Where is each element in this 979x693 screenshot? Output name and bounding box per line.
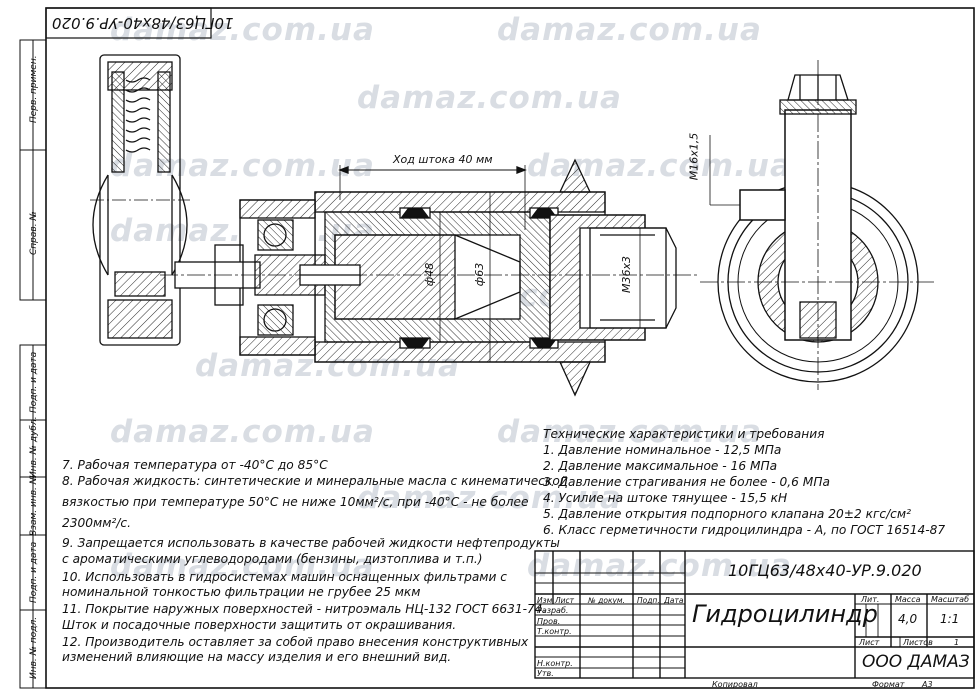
dimension-m36: М36х3 — [620, 256, 633, 293]
spec-item: 1. Давление номинальное - 12,5 МПа — [543, 443, 782, 457]
col-header: Дата — [664, 596, 684, 605]
col-header: Подп. — [637, 596, 660, 605]
designation: 10ГЦ63/48х40-УР.9.020 — [728, 561, 922, 580]
dimension-d48: ф48 — [423, 262, 437, 287]
spec-item: 4. Усилие на штоке тянущее - 15,5 кН — [543, 491, 788, 505]
copied-label: Копировал — [712, 680, 758, 689]
note-line: 2300мм²/с. — [62, 516, 131, 530]
mass-label: Масса — [895, 595, 921, 604]
row-label: Пров. — [537, 617, 561, 626]
specs-title: Технические характеристики и требования — [543, 427, 825, 441]
col-header: № докум. — [588, 596, 625, 605]
product-name: Гидроцилиндр — [692, 600, 878, 628]
note-line: номинальной тонкостью фильтрации не груб… — [62, 585, 421, 599]
watermark: damaz.com.ua — [110, 548, 375, 584]
main-section-view — [160, 158, 700, 397]
row-label: Утв. — [537, 669, 554, 678]
dimension-d63: ф63 — [473, 262, 487, 287]
spec-item: 2. Давление максимальное - 16 МПа — [543, 459, 778, 473]
note-line: с ароматическими углеводородами (бензины… — [62, 552, 483, 566]
spec-item: 5. Давление открытия подпорного клапана … — [543, 507, 911, 521]
watermark: damaz.com.ua — [497, 414, 762, 450]
title-block-lines — [534, 550, 975, 679]
company-name: ООО ДАМАЗ — [862, 652, 970, 672]
note-line: изменений влияющие на массу изделия и ег… — [62, 650, 452, 664]
format-value: А3 — [922, 680, 933, 689]
note-line: Шток и посадочные поверхности защитить о… — [62, 618, 457, 632]
watermark: damaz.com.ua — [110, 12, 375, 48]
sheets-value: 1 — [954, 638, 960, 647]
spec-item: 3. Давление страгивания не более - 0,6 М… — [543, 475, 830, 489]
watermark: damaz.com.ua — [110, 414, 375, 450]
note-line: 12. Производитель оставляет за собой пра… — [62, 635, 529, 649]
sheets-label: Листов — [903, 638, 933, 647]
row-label: Н.контр. — [537, 659, 573, 668]
lit-label: Лит. — [861, 595, 880, 604]
row-label: Т.контр. — [537, 627, 572, 636]
note-line: 7. Рабочая температура от -40°С до 85°С — [62, 458, 328, 472]
sheet-label: Лист — [859, 638, 880, 647]
row-label: Разраб. — [537, 606, 569, 615]
watermark: damaz.com.ua — [357, 480, 622, 516]
dimension-m16: М16х1,5 — [687, 132, 701, 181]
note-line: вязкостью при температуре 50°С не ниже 1… — [62, 495, 529, 509]
left-end-view — [90, 54, 190, 346]
note-line: 8. Рабочая жидкость: синтетические и мин… — [62, 474, 568, 488]
format-label: Формат — [872, 680, 905, 689]
right-end-view — [700, 60, 935, 390]
spec-item: 6. Класс герметичности гидроцилиндра - А… — [543, 523, 946, 537]
watermark: damaz.com.ua — [527, 548, 792, 584]
note-line: 9. Запрещается использовать в качестве р… — [62, 536, 560, 550]
watermark: damaz.com.ua — [497, 12, 762, 48]
note-line: 11. Покрытие наружных поверхностей - нит… — [62, 602, 547, 616]
col-header: Изм — [537, 596, 553, 605]
watermark: damaz.com.ua — [357, 80, 622, 116]
scale-label: Масштаб — [931, 595, 970, 604]
watermark: damaz.com.ua — [110, 148, 375, 184]
col-header: Лист — [555, 596, 575, 605]
scale-value: 1:1 — [940, 612, 960, 626]
note-line: 10. Использовать в гидросистемах машин о… — [62, 570, 507, 584]
stroke-dimension: Ход штока 40 мм — [393, 153, 493, 166]
mass-value: 4,0 — [898, 612, 918, 626]
